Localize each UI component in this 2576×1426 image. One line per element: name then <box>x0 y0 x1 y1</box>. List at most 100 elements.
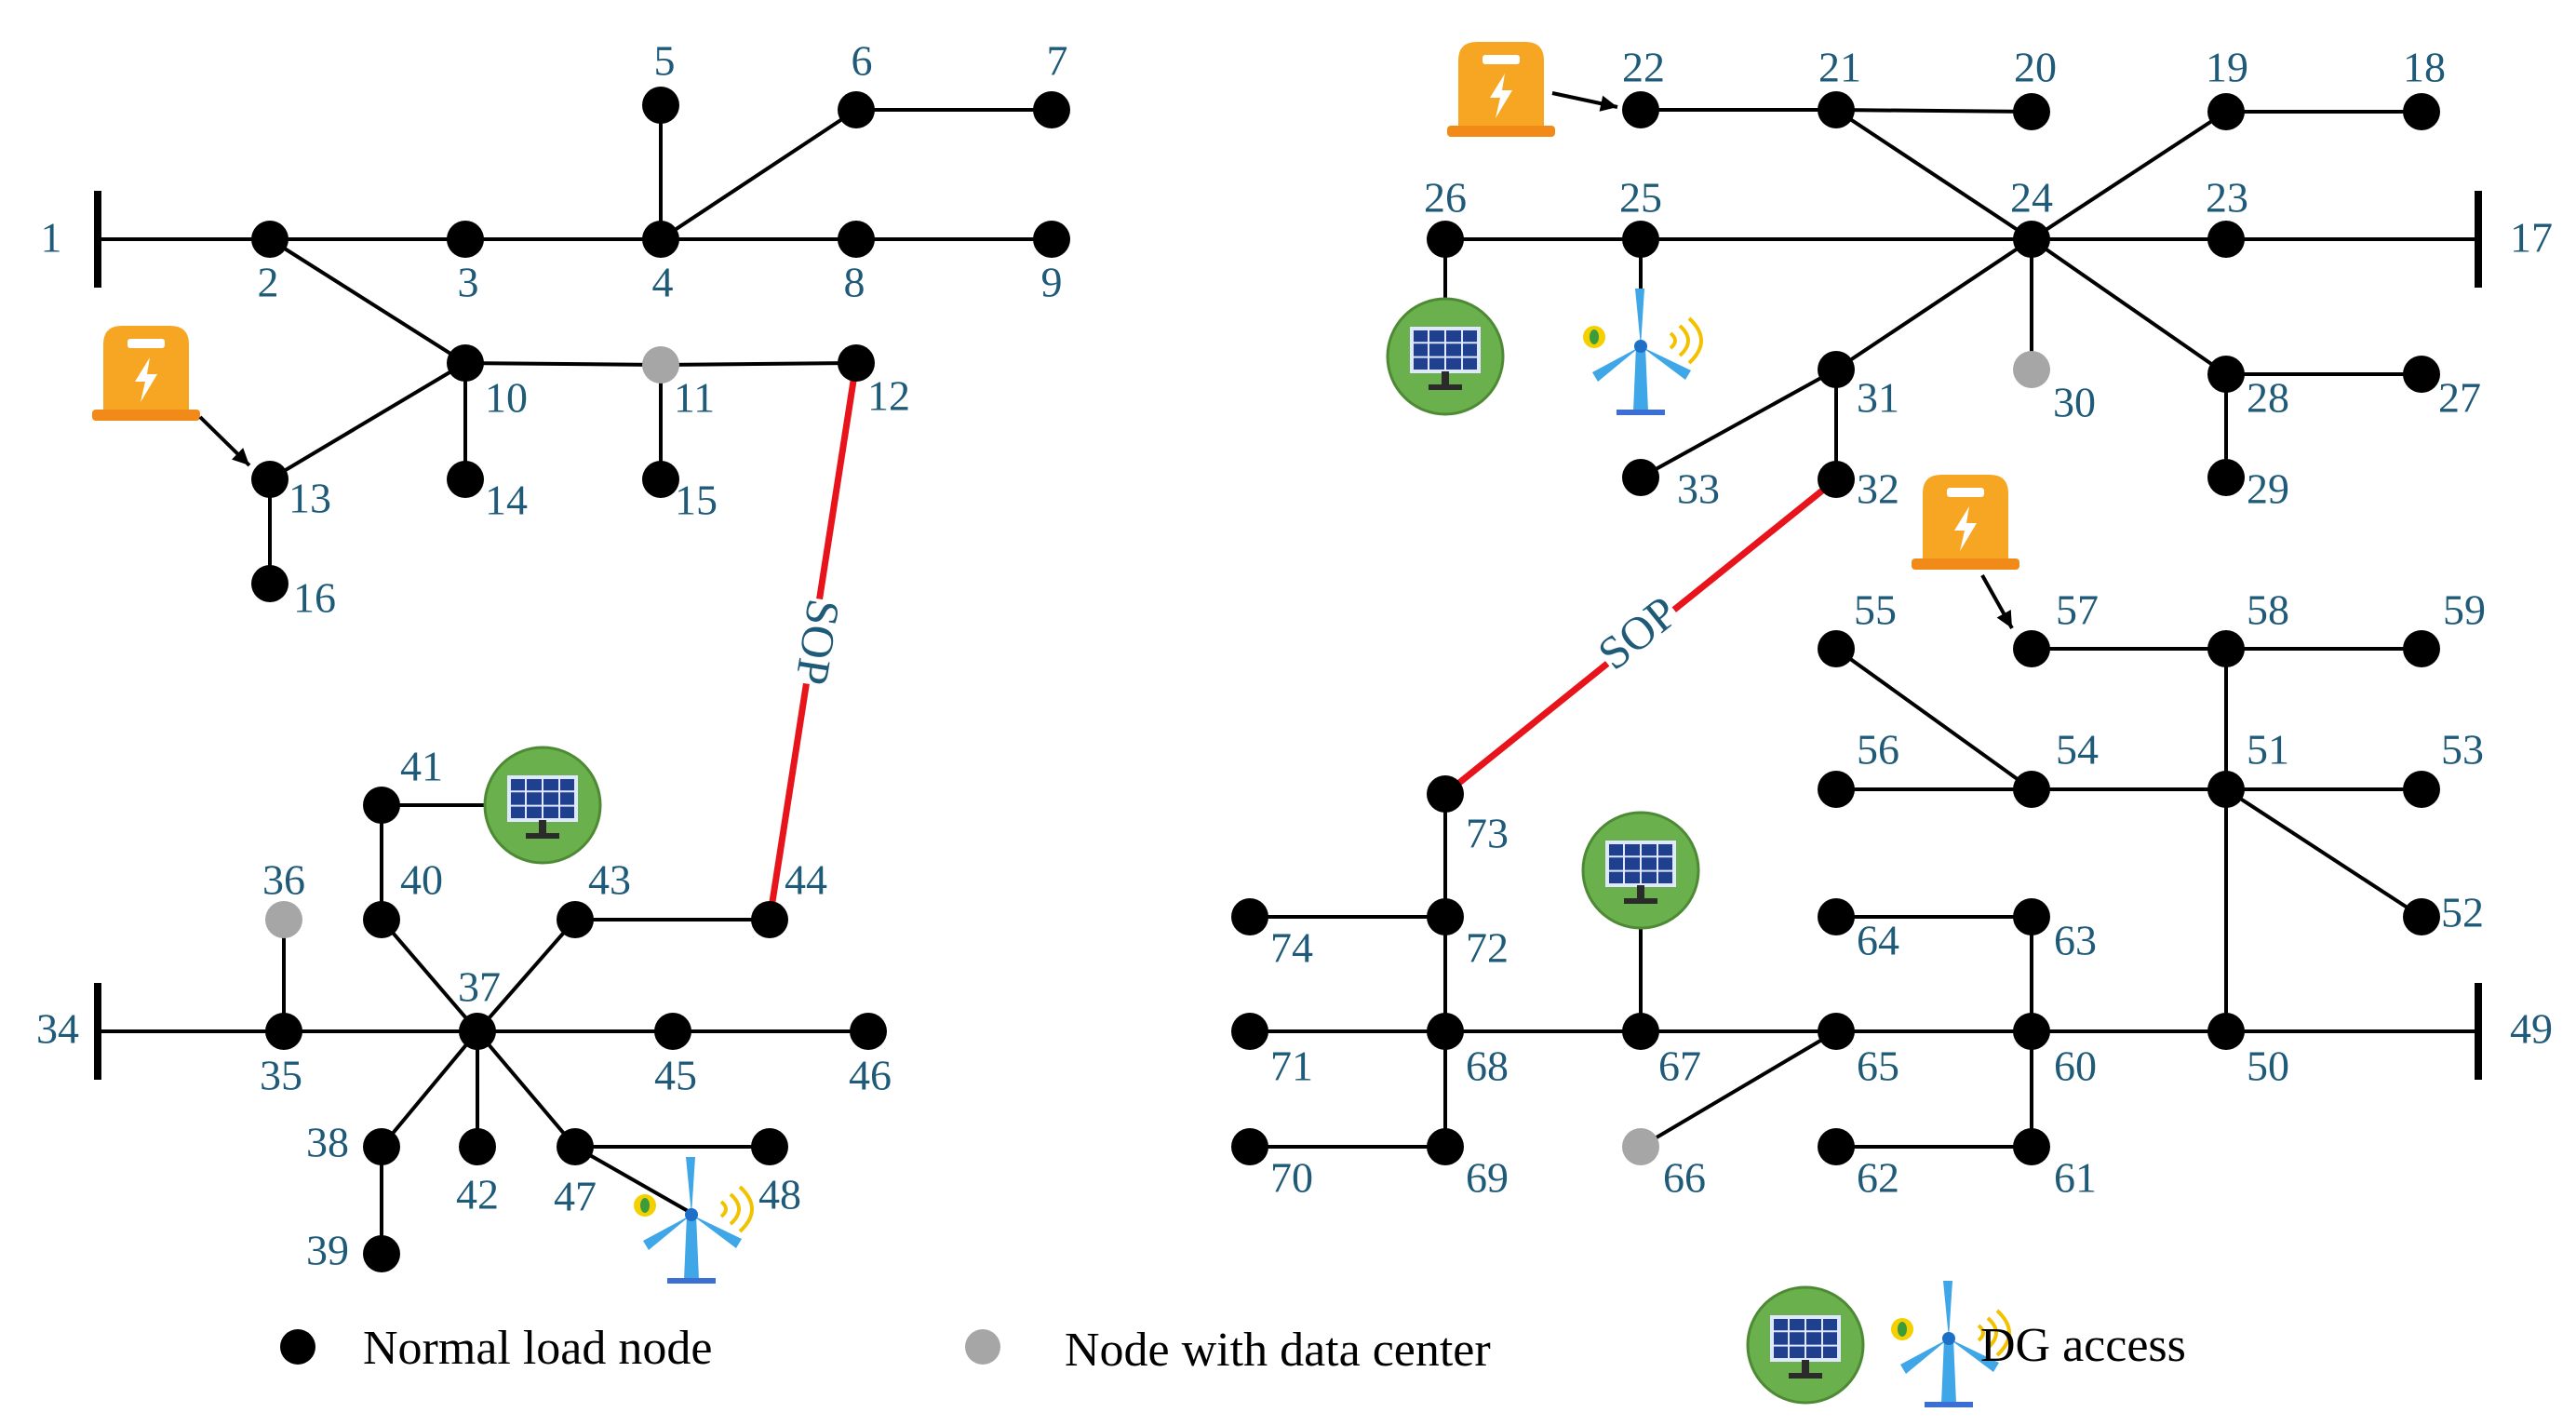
node-label-55: 55 <box>1854 586 1897 634</box>
load-node-52 <box>2403 898 2440 935</box>
load-node-44 <box>751 901 788 938</box>
load-node-13 <box>251 461 288 498</box>
load-node-59 <box>2403 630 2440 667</box>
load-node-65 <box>1818 1013 1855 1050</box>
node-label-40: 40 <box>400 856 443 904</box>
node-label-2: 2 <box>258 259 279 306</box>
load-node-45 <box>654 1013 691 1050</box>
legend-load-node-marker <box>280 1329 315 1365</box>
node-label-19: 19 <box>2206 44 2248 91</box>
load-node-8 <box>838 221 875 258</box>
node-label-39: 39 <box>306 1227 349 1274</box>
load-node-20 <box>2013 93 2050 130</box>
node-label-48: 48 <box>758 1171 801 1218</box>
node-label-71: 71 <box>1270 1043 1313 1090</box>
node-label-47: 47 <box>554 1173 597 1220</box>
load-node-24 <box>2013 221 2050 258</box>
load-node-19 <box>2207 93 2245 130</box>
node-label-16: 16 <box>293 574 336 622</box>
edge-37-40 <box>380 918 479 1033</box>
load-node-4 <box>642 221 679 258</box>
edge-24-31 <box>1834 237 2033 371</box>
sop-label: SOP <box>785 596 850 688</box>
load-node-53 <box>2403 771 2440 808</box>
edge-37-43 <box>476 918 577 1033</box>
load-node-57 <box>2013 630 2050 667</box>
node-label-56: 56 <box>1857 726 1899 774</box>
data-center-node-30 <box>2013 351 2050 388</box>
load-node-31 <box>1818 351 1855 388</box>
load-node-35 <box>265 1013 302 1050</box>
load-node-3 <box>447 221 484 258</box>
node-label-45: 45 <box>654 1052 697 1099</box>
load-node-9 <box>1033 221 1070 258</box>
load-node-48 <box>751 1128 788 1165</box>
edge-24-21 <box>1834 108 2033 241</box>
edge-24-19 <box>2030 110 2228 241</box>
load-node-27 <box>2403 356 2440 393</box>
node-label-17: 17 <box>2510 214 2553 262</box>
node-label-65: 65 <box>1857 1043 1899 1090</box>
load-node-39 <box>363 1235 400 1272</box>
solar-panel-icon-node-41 <box>483 746 602 865</box>
legend-solar-panel-icon <box>1746 1285 1865 1405</box>
ev-arrow-icon-node-57 <box>1980 574 2014 629</box>
node-label-13: 13 <box>288 475 331 522</box>
load-node-73 <box>1427 775 1464 813</box>
node-label-26: 26 <box>1424 174 1467 222</box>
node-label-49: 49 <box>2510 1005 2553 1053</box>
load-node-28 <box>2207 356 2245 393</box>
node-label-62: 62 <box>1857 1154 1899 1202</box>
load-node-69 <box>1427 1128 1464 1165</box>
sop-label-background <box>784 595 842 688</box>
node-label-35: 35 <box>260 1052 302 1099</box>
load-node-21 <box>1818 91 1855 128</box>
node-label-18: 18 <box>2403 44 2446 91</box>
load-node-54 <box>2013 771 2050 808</box>
node-label-59: 59 <box>2443 586 2486 634</box>
node-label-67: 67 <box>1658 1043 1701 1090</box>
data-center-node-36 <box>265 901 302 938</box>
edge-37-47 <box>476 1029 577 1149</box>
node-label-9: 9 <box>1041 259 1063 306</box>
load-node-2 <box>251 221 288 258</box>
node-label-60: 60 <box>2054 1043 2097 1090</box>
load-node-63 <box>2013 898 2050 935</box>
node-label-43: 43 <box>588 856 631 904</box>
node-label-27: 27 <box>2438 374 2481 422</box>
nodes-layer <box>94 87 2482 1272</box>
dg-layer <box>92 42 2019 1284</box>
load-node-14 <box>447 461 484 498</box>
load-node-32 <box>1818 461 1855 498</box>
load-node-38 <box>363 1128 400 1165</box>
node-label-70: 70 <box>1270 1154 1313 1202</box>
node-label-73: 73 <box>1466 810 1509 857</box>
legend-wind-turbine-icon <box>1891 1281 2011 1407</box>
node-label-51: 51 <box>2247 726 2289 774</box>
node-label-4: 4 <box>652 259 674 306</box>
sop-label-background <box>1593 592 1688 681</box>
node-label-61: 61 <box>2054 1154 2097 1202</box>
load-node-7 <box>1033 91 1070 128</box>
load-node-62 <box>1818 1128 1855 1165</box>
legend-dg-access-label: DG access <box>1980 1319 2186 1372</box>
edge-54-55 <box>1834 647 2033 791</box>
legend: Normal load node Node with data center D… <box>280 1281 2186 1407</box>
ev-charger-icon-node-57 <box>1912 475 2019 570</box>
node-label-54: 54 <box>2056 726 2099 774</box>
node-label-31: 31 <box>1857 374 1899 422</box>
load-node-51 <box>2207 771 2245 808</box>
node-label-68: 68 <box>1466 1043 1509 1090</box>
legend-pv-icon <box>1746 1285 1865 1405</box>
solar-panel-icon-node-26 <box>1386 297 1505 416</box>
load-node-33 <box>1622 459 1659 496</box>
load-node-6 <box>838 91 875 128</box>
node-label-46: 46 <box>849 1052 892 1099</box>
edge-37-38 <box>380 1029 479 1149</box>
edge-2-10 <box>268 237 467 365</box>
edge-4-6 <box>659 108 858 241</box>
node-label-38: 38 <box>306 1119 349 1166</box>
legend-wind-icon <box>1891 1281 2011 1407</box>
legend-load-node-label: Normal load node <box>363 1322 712 1375</box>
node-label-20: 20 <box>2014 44 2057 91</box>
